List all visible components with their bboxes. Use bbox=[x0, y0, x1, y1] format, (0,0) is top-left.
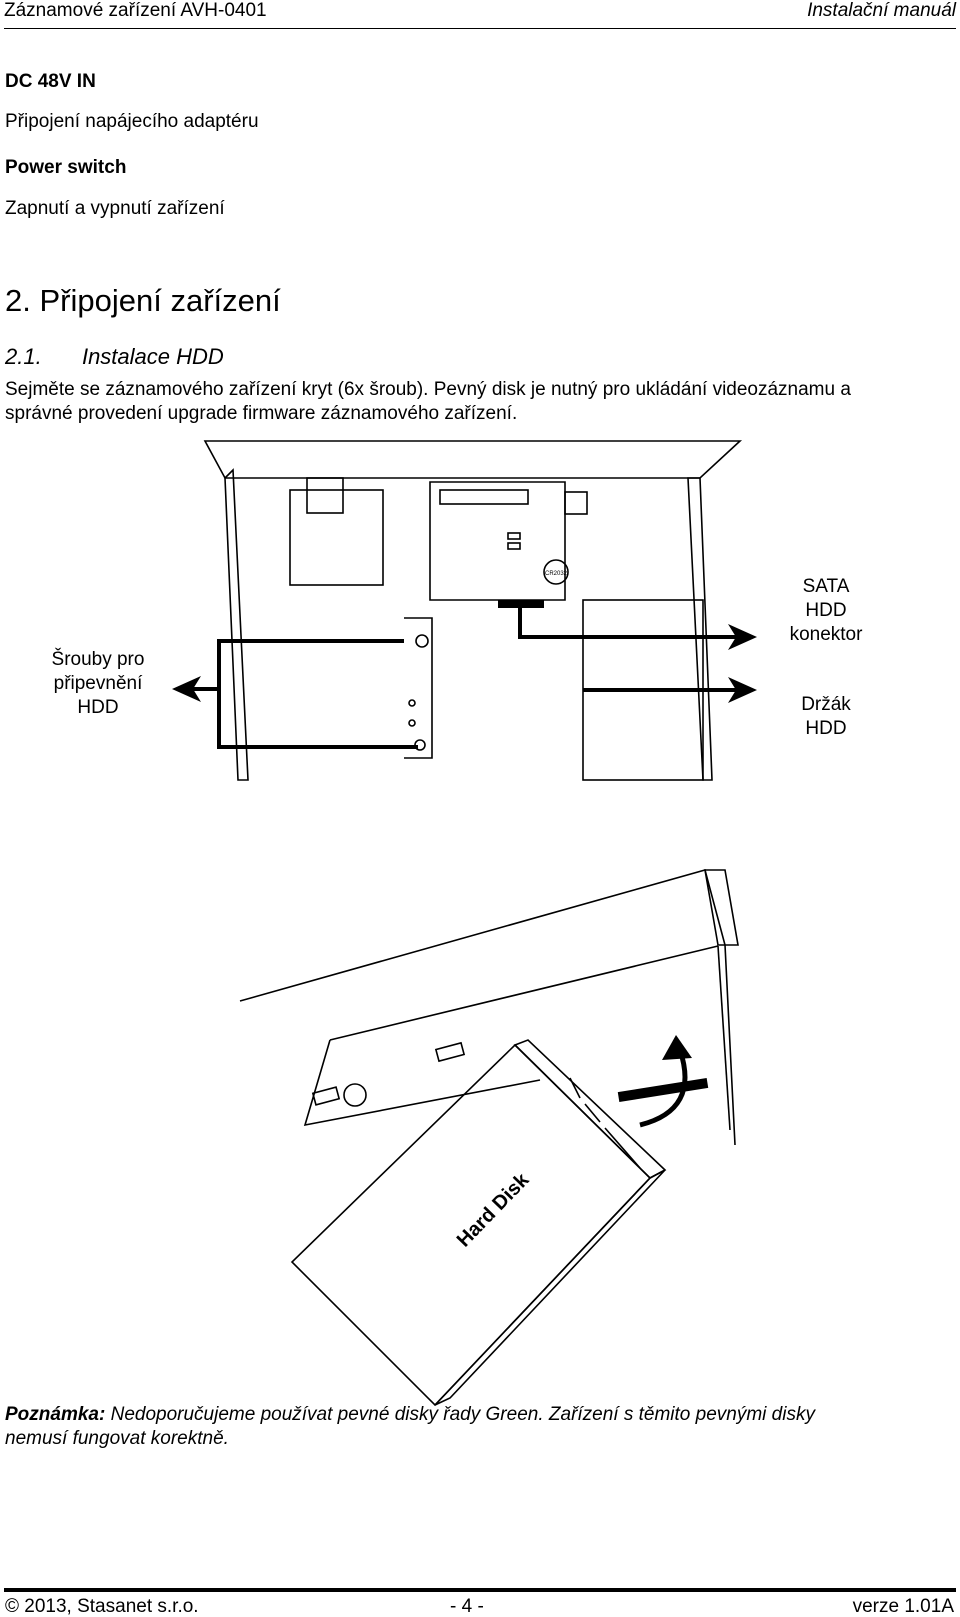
label-screws: Šrouby pro připevnění HDD bbox=[38, 648, 158, 720]
intro-line-2: správné provedení upgrade firmware zázna… bbox=[5, 403, 518, 424]
holder-arrowhead bbox=[728, 677, 757, 703]
chassis-corner bbox=[704, 869, 739, 946]
board-connector bbox=[439, 489, 529, 505]
sata-leader-line bbox=[518, 608, 740, 639]
board-jack bbox=[564, 491, 588, 515]
hard-disk-side bbox=[513, 1039, 667, 1179]
sata-connector-mark bbox=[498, 600, 544, 608]
section-title: Připojení zařízení bbox=[39, 283, 281, 318]
hdd-area bbox=[582, 599, 704, 781]
section-heading: 2. Připojení zařízení bbox=[5, 283, 281, 319]
term-power-switch: Power switch bbox=[5, 157, 127, 178]
term-dc-in: DC 48V IN bbox=[5, 71, 96, 92]
header-device-name: Záznamové zařízení AVH-0401 bbox=[4, 0, 267, 21]
power-supply-box bbox=[289, 489, 384, 586]
subsection-number: 2.1. bbox=[5, 344, 42, 369]
footer-rule bbox=[4, 1588, 956, 1592]
note-label: Poznámka: bbox=[5, 1404, 106, 1425]
page-header: Záznamové zařízení AVH-0401 Instalační m… bbox=[4, 0, 956, 30]
desc-power-switch: Zapnutí a vypnutí zařízení bbox=[5, 198, 225, 219]
label-holder-line-1: Držák bbox=[801, 694, 851, 715]
label-sata-line-2: HDD bbox=[805, 600, 847, 621]
psu-connector bbox=[306, 477, 344, 514]
label-screws-line-2: připevnění bbox=[53, 673, 143, 694]
insert-arrowhead bbox=[662, 1035, 692, 1060]
chassis-left-wall bbox=[224, 468, 249, 781]
main-board bbox=[429, 481, 566, 601]
section-number: 2. bbox=[5, 283, 31, 318]
screws-bracket-line bbox=[217, 639, 418, 749]
chassis-floor bbox=[303, 1039, 541, 1127]
chassis-panel-edge bbox=[239, 869, 736, 1146]
label-sata-connector: SATA HDD konektor bbox=[766, 575, 886, 647]
note-line-1: Nedoporučujeme používat pevné disky řady… bbox=[105, 1404, 815, 1425]
label-screws-line-1: Šrouby pro bbox=[51, 649, 145, 670]
chassis-top-edge bbox=[203, 440, 743, 479]
coin-battery bbox=[543, 559, 569, 585]
hard-disk-top bbox=[290, 1043, 652, 1407]
board-chip-a bbox=[507, 532, 521, 540]
header-manual-title: Instalační manuál bbox=[807, 0, 956, 21]
footer-copyright: © 2013, Stasanet s.r.o. bbox=[5, 1596, 199, 1617]
screws-arrowhead bbox=[172, 676, 201, 702]
intro-paragraph: Sejměte se záznamového zařízení kryt (6x… bbox=[5, 378, 955, 426]
label-screws-line-3: HDD bbox=[77, 697, 119, 718]
label-sata-line-1: SATA bbox=[802, 576, 850, 597]
intro-line-1: Sejměte se záznamového zařízení kryt (6x… bbox=[5, 379, 851, 400]
label-sata-line-3: konektor bbox=[789, 624, 863, 645]
label-holder-line-2: HDD bbox=[805, 718, 847, 739]
footer-version: verze 1.01A bbox=[852, 1596, 954, 1617]
sata-arrowhead bbox=[728, 624, 757, 650]
board-chip-b bbox=[507, 542, 521, 550]
footer-page-number: - 4 - bbox=[450, 1596, 484, 1617]
battery-label: CR2032 bbox=[545, 571, 568, 577]
sata-bar-mark bbox=[617, 1078, 709, 1102]
header-rule bbox=[4, 28, 956, 29]
subsection-title: Instalace HDD bbox=[81, 344, 224, 369]
note-paragraph: Poznámka: Nedoporučujeme používat pevné … bbox=[5, 1403, 955, 1451]
chassis-right-wall bbox=[687, 477, 713, 781]
insert-arrow-curve bbox=[639, 1049, 688, 1128]
hard-disk-front bbox=[434, 1169, 666, 1406]
subsection-heading: 2.1. Instalace HDD bbox=[5, 344, 224, 370]
hdd-bracket bbox=[404, 617, 433, 759]
note-line-2: nemusí fungovat korektně. bbox=[5, 1428, 229, 1449]
label-hdd-holder: Držák HDD bbox=[766, 693, 886, 741]
desc-dc-in: Připojení napájecího adaptéru bbox=[5, 111, 259, 132]
hard-disk-label: Hard Disk bbox=[453, 1168, 534, 1251]
